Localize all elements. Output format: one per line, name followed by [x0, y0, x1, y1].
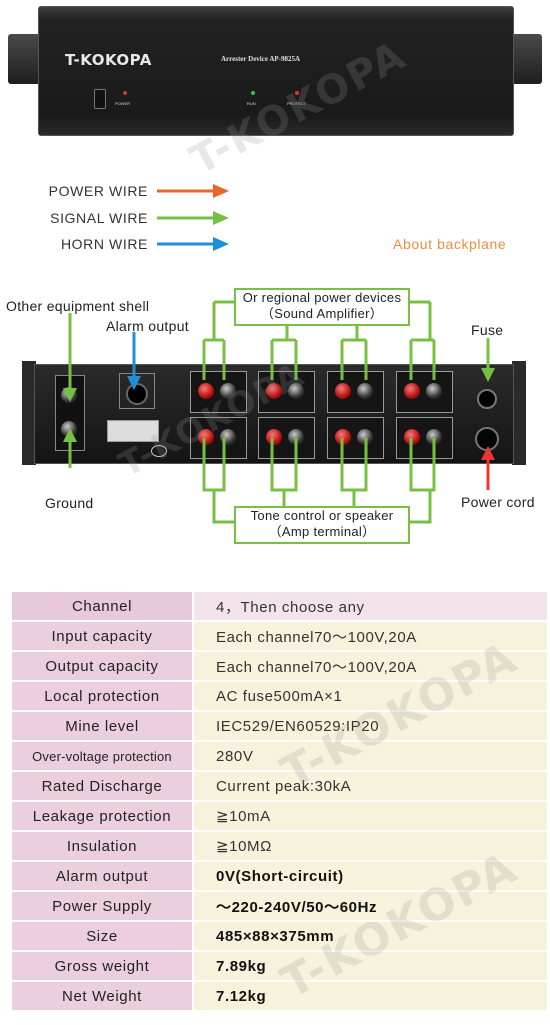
spec-value: Current peak:30kA: [194, 772, 547, 802]
power-wire-arrow-icon: [157, 184, 229, 198]
ch3-out-com-post[interactable]: [357, 429, 373, 445]
spec-key: Rated Discharge: [12, 772, 194, 802]
fuse-caption: Fuse: [471, 322, 504, 338]
spec-key: Over-voltage protection: [12, 742, 194, 772]
rear-ear-left: [22, 361, 36, 465]
ch3-out-hot-post[interactable]: [335, 429, 351, 445]
fuse-holder[interactable]: [477, 389, 497, 409]
alarm-output-caption: Alarm output: [106, 318, 189, 334]
tone-control-box: Tone control or speaker （Amp terminal）: [234, 506, 410, 544]
ch1-in-com-post[interactable]: [220, 383, 236, 399]
backplane-wiring: [63, 300, 495, 524]
ch2-in-hot-post[interactable]: [266, 383, 282, 399]
spec-key: Mine level: [12, 712, 194, 742]
protect-label: PROTECT: [287, 101, 307, 106]
ch2-out-com-post[interactable]: [288, 429, 304, 445]
ch2-out-hot-post[interactable]: [266, 429, 282, 445]
spec-key: Leakage protection: [12, 802, 194, 832]
protect-led: [295, 91, 299, 95]
rack-ear-left: [8, 34, 42, 84]
power-switch[interactable]: [94, 89, 106, 109]
warning-label: [107, 420, 159, 442]
spec-key: Insulation: [12, 832, 194, 862]
ch3-in-com-post[interactable]: [357, 383, 373, 399]
spec-key: Net Weight: [12, 982, 194, 1012]
horn-wire-arrow-icon: [157, 237, 229, 251]
spec-value: ～220-240V/50～60Hz: [194, 892, 547, 922]
ch4-in-hot-post[interactable]: [404, 383, 420, 399]
spec-value: ≧10MΩ: [194, 832, 547, 862]
spec-key: Alarm output: [12, 862, 194, 892]
ch1-in-hot-post[interactable]: [198, 383, 214, 399]
run-label: RUN: [247, 101, 256, 106]
ch2-in-com-post[interactable]: [288, 383, 304, 399]
spec-value: 280V: [194, 742, 547, 772]
legend-power-wire-label: POWER WIRE: [48, 183, 148, 199]
spec-key: Channel: [12, 592, 194, 622]
power-cord-caption: Power cord: [461, 494, 535, 510]
ch4-out-com-post[interactable]: [426, 429, 442, 445]
legend-horn-wire-label: HORN WIRE: [60, 236, 148, 252]
run-led: [251, 91, 255, 95]
alarm-jack-plate: [119, 373, 155, 409]
ground-terminal[interactable]: [61, 421, 77, 437]
ch3-in-hot-post[interactable]: [335, 383, 351, 399]
ccc-mark-icon: [151, 445, 167, 457]
ch1-out-hot-post[interactable]: [198, 429, 214, 445]
rear-ear-right: [512, 361, 526, 465]
regional-power-box: Or regional power devices （Sound Amplifi…: [234, 288, 410, 326]
spec-key: Power Supply: [12, 892, 194, 922]
spec-value: Each channel70～100V,20A: [194, 652, 547, 682]
other-equipment-shell-caption: Other equipment shell: [6, 298, 150, 314]
front-panel: T-KOKOPA Arrester Device AP-9825A POWER …: [38, 6, 514, 136]
tone-control-line2: （Amp terminal）: [268, 524, 376, 539]
ch4-out-hot-post[interactable]: [404, 429, 420, 445]
ground-arrow-icon: [63, 428, 77, 442]
table-row: Power Supply～220-240V/50～60Hz: [12, 892, 547, 922]
spec-key: Output capacity: [12, 652, 194, 682]
spec-value: Each channel70～100V,20A: [194, 622, 547, 652]
spec-value: ≧10mA: [194, 802, 547, 832]
legend-arrows: [157, 184, 229, 251]
spec-value: 7.12kg: [194, 982, 547, 1012]
power-led: [123, 91, 127, 95]
spec-key: Local protection: [12, 682, 194, 712]
spec-key: Input capacity: [12, 622, 194, 652]
about-backplane-heading: About backplane: [393, 236, 507, 252]
power-label: POWER: [115, 101, 131, 106]
spec-value: AC fuse500mA×1: [194, 682, 547, 712]
spec-value: 0V(Short-circuit): [194, 862, 547, 892]
regional-power-line2: （Sound Amplifier）: [260, 306, 384, 321]
legend-signal-wire-label: SIGNAL WIRE: [50, 210, 148, 226]
ch4-in-com-post[interactable]: [426, 383, 442, 399]
spec-value: 7.89kg: [194, 952, 547, 982]
shell-arrow-icon: [63, 388, 77, 402]
spec-value: IEC529/EN60529:IP20: [194, 712, 547, 742]
front-model-label: Arrester Device AP-9825A: [221, 55, 301, 63]
table-row: Insulation≧10MΩ: [12, 832, 547, 862]
spec-value: 485×88×375mm: [194, 922, 547, 952]
tone-control-line1: Tone control or speaker: [250, 508, 394, 523]
tone-control-harness: [202, 438, 226, 492]
front-brand-logo: T-KOKOPA: [65, 51, 152, 69]
spec-key: Size: [12, 922, 194, 952]
table-row: Leakage protection≧10mA: [12, 802, 547, 832]
spec-value: 4，Then choose any: [194, 592, 547, 622]
ground-caption: Ground: [45, 495, 94, 511]
spec-key: Gross weight: [12, 952, 194, 982]
signal-wire-arrow-icon: [157, 211, 229, 225]
regional-power-line1: Or regional power devices: [242, 290, 402, 305]
